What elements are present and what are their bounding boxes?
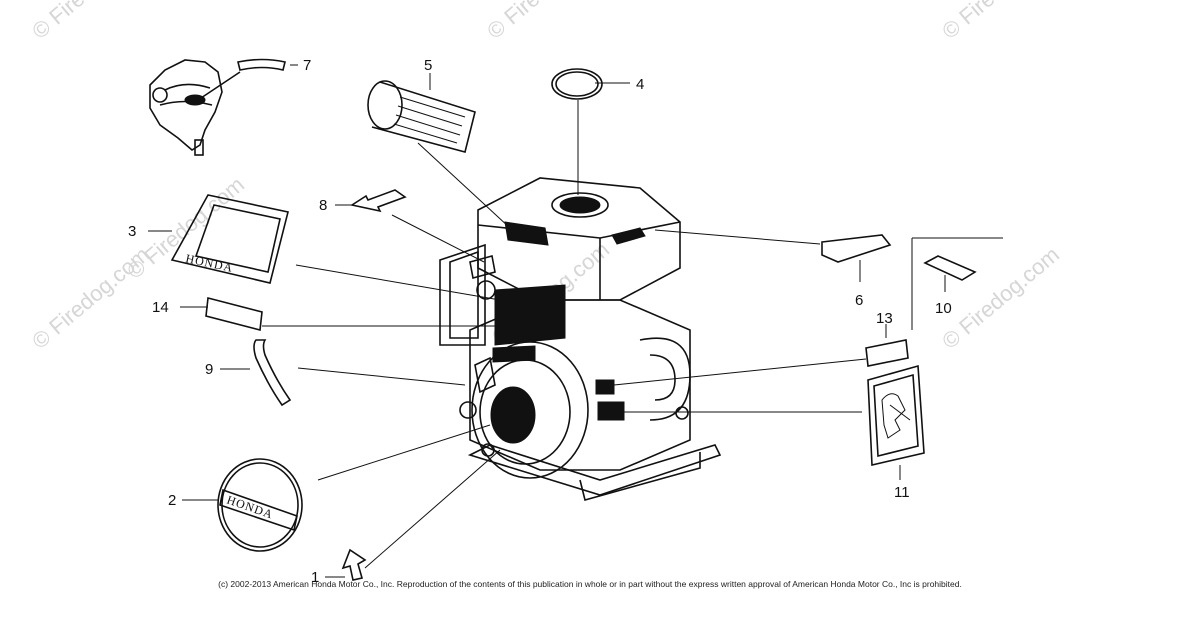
- part-2-honda-emblem[interactable]: HONDA: [217, 458, 303, 552]
- part-8-arrow-label[interactable]: [349, 189, 407, 213]
- part-13-label[interactable]: [865, 339, 909, 367]
- callout-8: 8: [319, 197, 327, 214]
- honda-text-2: HONDA: [225, 493, 275, 522]
- part-10-label[interactable]: [923, 255, 977, 281]
- callout-2: 2: [168, 492, 176, 509]
- part-11-maintenance-plate[interactable]: [867, 364, 925, 466]
- part-4-cap-label[interactable]: [551, 68, 603, 100]
- callout-4: 4: [636, 76, 644, 93]
- callout-3: 3: [128, 223, 136, 240]
- honda-text-3: HONDA: [184, 251, 234, 275]
- callout-5: 5: [424, 57, 432, 74]
- part-14-label[interactable]: [205, 296, 263, 332]
- watermark: © Firedog.com: [937, 242, 1064, 354]
- callout-14: 14: [152, 299, 169, 316]
- callout-9: 9: [205, 361, 213, 378]
- watermark: © Firedog.com: [27, 0, 154, 44]
- engine-illustration: [439, 177, 722, 501]
- callout-numbers: 7 5 4 8 3 14 9 2 1 6 10 13 11: [128, 57, 952, 586]
- callout-13: 13: [876, 310, 893, 327]
- leader-lines: [148, 64, 1003, 578]
- watermark: © Firedog.com: [482, 0, 609, 44]
- part-9-strip[interactable]: [253, 339, 292, 407]
- callout-1: 1: [311, 569, 319, 586]
- part-7-carburetor-label[interactable]: [149, 58, 286, 156]
- part-5-rolled-decal[interactable]: [367, 80, 476, 153]
- callout-7: 7: [303, 57, 311, 74]
- part-1-arrow-label[interactable]: [341, 548, 367, 581]
- callout-11: 11: [894, 484, 910, 501]
- callout-10: 10: [935, 300, 952, 317]
- watermark: © Firedog.com: [937, 0, 1064, 44]
- part-6-label[interactable]: [821, 234, 892, 263]
- callout-6: 6: [855, 292, 863, 309]
- copyright-notice: (c) 2002-2013 American Honda Motor Co., …: [218, 579, 962, 589]
